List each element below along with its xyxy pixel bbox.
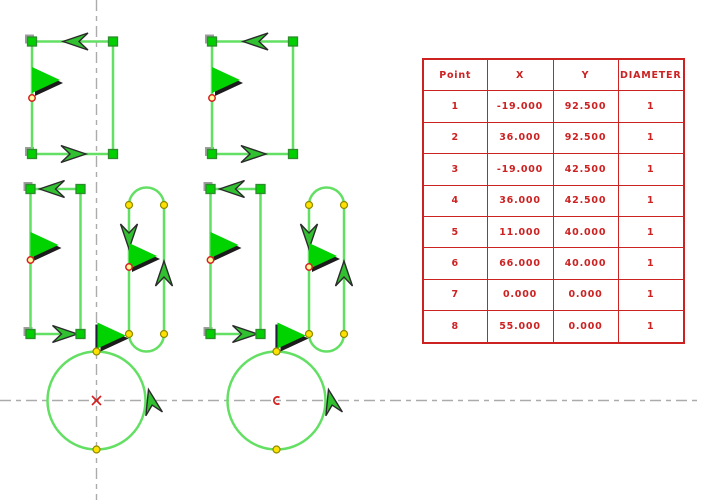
rectangle-contour-1[interactable] (25, 33, 118, 163)
obround-contour-1[interactable] (121, 188, 173, 352)
table-cell: 8 (422, 310, 488, 344)
table-cell: 5 (422, 215, 488, 249)
table-cell: -19.000 (486, 90, 554, 123)
table-cell: 42.500 (552, 184, 619, 217)
table-header-point: Point (422, 58, 488, 92)
table-cell: 1 (617, 310, 685, 344)
origin-cross-icon (91, 395, 102, 406)
table-cell: 1 (617, 121, 685, 155)
table-cell: 1 (617, 215, 685, 249)
table-cell: 1 (617, 90, 685, 123)
rectangle-contour-2[interactable] (205, 33, 298, 163)
circle-center-mark-icon (273, 396, 280, 405)
obround-contour-2[interactable] (301, 188, 353, 352)
table-header-y: Y (552, 58, 619, 92)
table-cell: 11.000 (486, 215, 554, 249)
table-cell: 66.000 (486, 247, 554, 280)
table-header-x: X (486, 58, 554, 92)
table-cell: 1 (617, 278, 685, 312)
table-cell: 92.500 (552, 121, 619, 155)
table-cell: 40.000 (552, 215, 619, 249)
table-cell: 36.000 (486, 184, 554, 217)
rectangle-contour-4[interactable] (204, 181, 266, 343)
table-cell: 0.000 (552, 310, 619, 344)
table-cell: 2 (422, 121, 488, 155)
table-cell: 3 (422, 153, 488, 186)
table-header-diameter: DIAMETER (617, 58, 685, 92)
table-cell: 1 (422, 90, 488, 123)
table-cell: 0.000 (486, 278, 554, 312)
table-cell: 40.000 (552, 247, 619, 280)
table-cell: 1 (617, 247, 685, 280)
table-cell: 36.000 (486, 121, 554, 155)
table-cell: 92.500 (552, 90, 619, 123)
table-cell: 6 (422, 247, 488, 280)
table-cell: 42.500 (552, 153, 619, 186)
table-cell: -19.000 (486, 153, 554, 186)
table-cell: 55.000 (486, 310, 554, 344)
table-cell: 1 (617, 184, 685, 217)
table-cell: 4 (422, 184, 488, 217)
table-cell: 7 (422, 278, 488, 312)
circle-contour-1[interactable] (48, 323, 163, 454)
circle-contour-2[interactable] (228, 323, 343, 454)
table-cell: 1 (617, 153, 685, 186)
table-cell: 0.000 (552, 278, 619, 312)
table-header-row: Point X Y DIAMETER (422, 58, 685, 92)
rectangle-contour-3[interactable] (24, 181, 86, 343)
